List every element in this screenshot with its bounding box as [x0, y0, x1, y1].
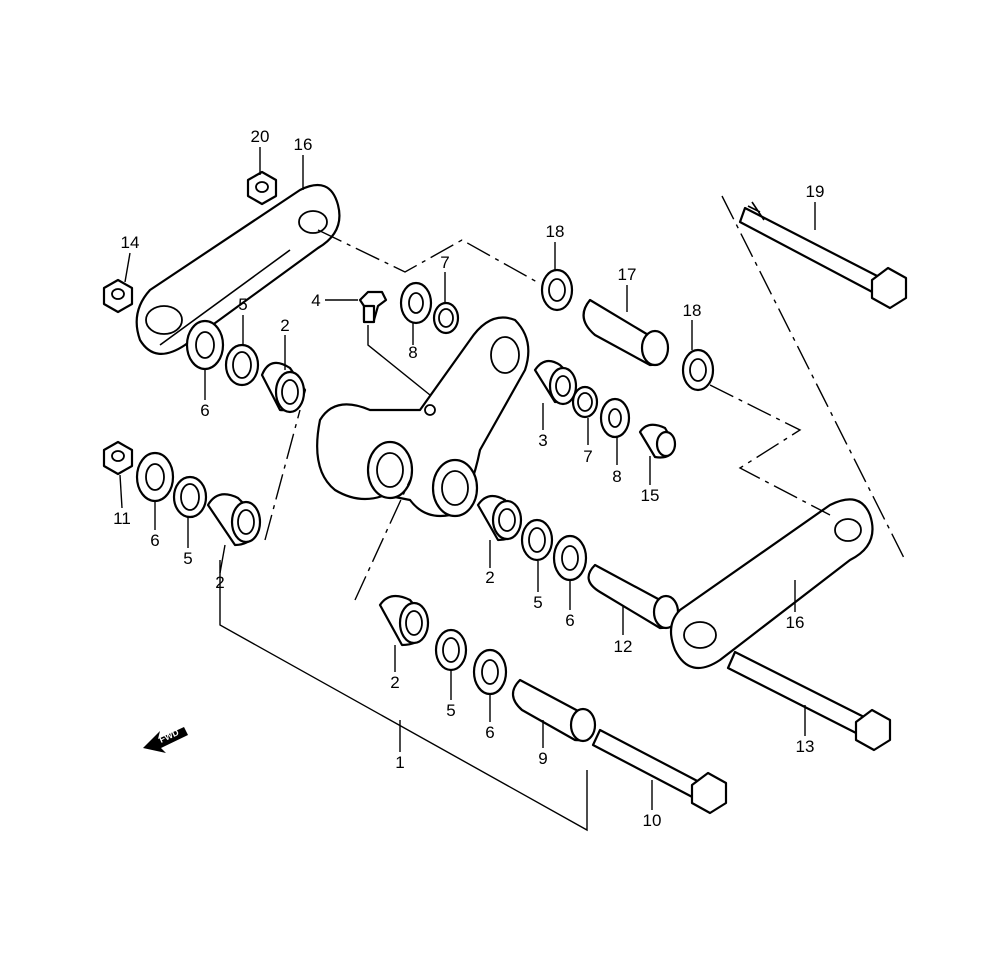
seal-7-upper: [432, 301, 460, 335]
callout-5-mid-right: 5: [533, 593, 542, 612]
callout-5-lower: 5: [446, 701, 455, 720]
callout-labels: 20 16 14 19 18 7 17 18 4 8 5 2 6 3 7 8 1…: [113, 127, 824, 830]
washer-18-b: [681, 348, 715, 392]
callout-18-b: 18: [683, 301, 702, 320]
callout-8-right: 8: [612, 467, 621, 486]
bearing-3: [533, 359, 578, 406]
nut-20: [246, 170, 278, 206]
callout-leaders: [119, 147, 816, 810]
collar-15: [638, 423, 677, 459]
bearing-2-mid-left: [206, 493, 262, 547]
washer-8-right: [599, 397, 631, 439]
rocker-arm: [316, 316, 530, 518]
washer-6-mid-left: [135, 451, 175, 503]
washer-5-mid-right: [520, 518, 554, 562]
bolt-19: [738, 201, 908, 310]
callout-8-upper: 8: [408, 343, 417, 362]
bearing-2-lower: [378, 594, 430, 647]
bolt-10: [591, 728, 728, 815]
callout-13: 13: [796, 737, 815, 756]
callout-5-mid-left: 5: [183, 549, 192, 568]
washer-18-a: [540, 268, 574, 312]
callout-10: 10: [643, 811, 662, 830]
callout-2-lower: 2: [390, 673, 399, 692]
washer-8-upper: [399, 281, 433, 325]
callout-11: 11: [113, 509, 131, 528]
washer-6-mid-right: [552, 534, 588, 582]
callout-2-upper-left: 2: [280, 316, 289, 335]
sleeve-17: [582, 298, 670, 367]
sleeve-12: [587, 563, 680, 630]
callout-3: 3: [538, 431, 547, 450]
callout-17: 17: [618, 265, 637, 284]
callout-20: 20: [251, 127, 270, 146]
bolt-13: [726, 650, 892, 752]
washer-6-upper-left: [185, 319, 225, 371]
sleeve-9: [511, 678, 597, 743]
assembly-lines: [219, 195, 906, 832]
callout-12: 12: [614, 637, 633, 656]
nut-11: [102, 440, 134, 476]
fwd-arrow-icon: FWD: [143, 727, 188, 753]
nut-14: [102, 278, 134, 314]
upper-link-rod: [135, 183, 341, 355]
washer-6-lower: [472, 648, 508, 696]
callout-2-mid-right: 2: [485, 568, 494, 587]
washer-5-mid-left: [172, 475, 208, 519]
callout-6-upper-left: 6: [200, 401, 209, 420]
bearing-2-mid-right: [476, 494, 523, 542]
callout-7-right: 7: [583, 447, 592, 466]
washer-5-lower: [434, 628, 468, 672]
callout-6-mid-left: 6: [150, 531, 159, 550]
bearing-2-upper-left: [260, 361, 307, 414]
callout-19: 19: [806, 182, 825, 201]
callout-6-mid-right: 6: [565, 611, 574, 630]
callout-5-upper-left: 5: [238, 295, 247, 314]
callout-4: 4: [311, 291, 320, 310]
callout-18-a: 18: [546, 222, 565, 241]
washer-5-upper-left: [224, 343, 260, 387]
callout-15: 15: [641, 486, 660, 505]
callout-6-lower: 6: [485, 723, 494, 742]
callout-1: 1: [395, 753, 404, 772]
callout-14: 14: [121, 233, 140, 252]
callout-9: 9: [538, 749, 547, 768]
callout-2-mid-left: 2: [215, 573, 224, 592]
callout-16-upper: 16: [294, 135, 313, 154]
grease-nipple: [358, 290, 388, 324]
callout-16-lower: 16: [786, 613, 805, 632]
seal-7-right: [571, 385, 599, 419]
lower-link-rod: [669, 498, 874, 670]
callout-7-upper: 7: [440, 253, 449, 272]
